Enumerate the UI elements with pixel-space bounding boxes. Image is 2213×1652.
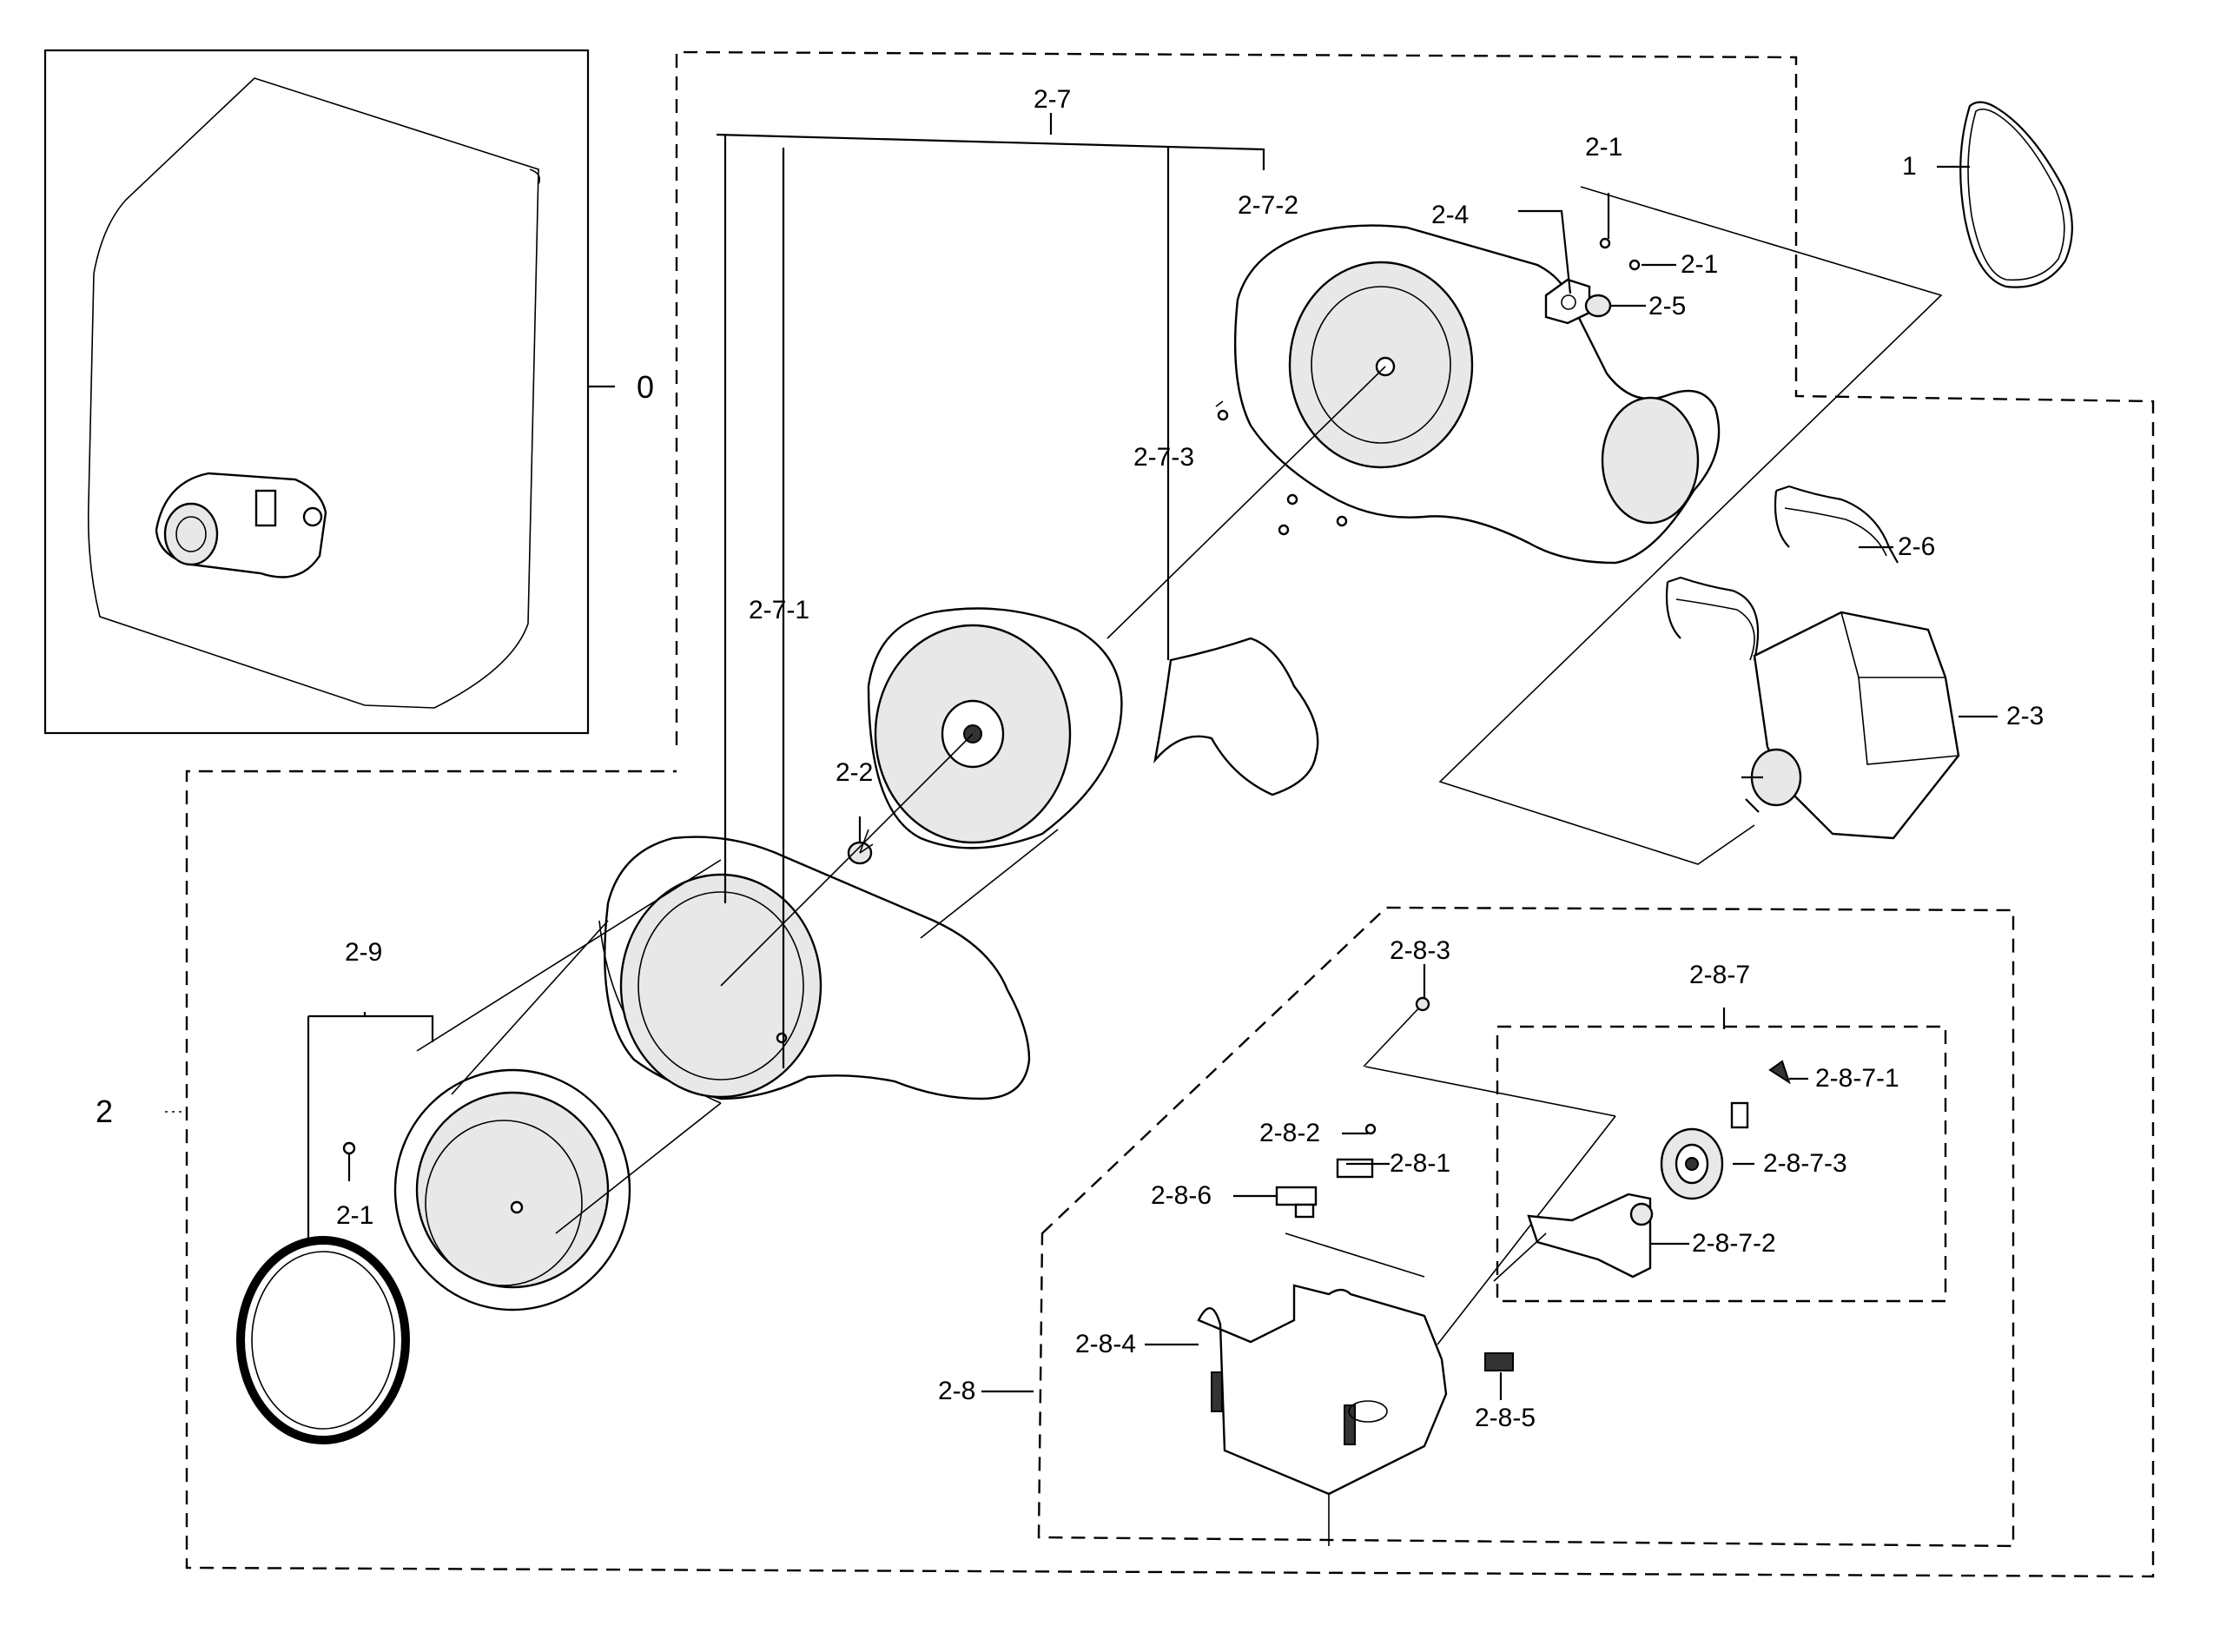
label-2-8-1: 2-8-1 <box>1390 1149 1451 1178</box>
small-screws <box>1217 409 1298 536</box>
part-2-5-icon <box>1584 294 1612 318</box>
cap-2-8-7-1-icon <box>1768 1060 1791 1085</box>
spring-2-8-5-icon <box>1484 1352 1514 1371</box>
front-blower-housing-icon <box>598 836 1031 1104</box>
gasket-ring-icon <box>236 1236 410 1444</box>
label-2-8-5: 2-8-5 <box>1475 1404 1536 1432</box>
label-1: 1 <box>1902 152 1917 181</box>
screw-2-1-left-icon <box>342 1141 356 1155</box>
label-2-7-2: 2-7-2 <box>1238 191 1299 220</box>
assembly-0-frame <box>43 49 590 735</box>
switch-2-8-1-icon <box>1336 1158 1374 1179</box>
leader-frame-top-right <box>1438 186 1943 865</box>
label-2-7-3: 2-7-3 <box>1133 443 1195 472</box>
label-2-3: 2-3 <box>2006 702 2045 730</box>
clamp-2-6-icon <box>1774 485 1899 564</box>
label-2-8-2: 2-8-2 <box>1259 1119 1321 1147</box>
rear-blower-housing-icon <box>1233 224 1721 565</box>
blower-fan-wheel-icon <box>867 607 1123 849</box>
screw-2-1-top-b-icon <box>1628 259 1641 271</box>
blower-small-icon <box>155 472 327 578</box>
front-cover-2-9-icon <box>393 1068 631 1312</box>
label-2-1-top: 2-1 <box>1585 133 1623 162</box>
label-2-7-1: 2-7-1 <box>749 596 810 624</box>
label-2-8-7-3: 2-8-7-3 <box>1763 1149 1847 1178</box>
label-2-7: 2-7 <box>1034 85 1072 114</box>
leader-lines <box>165 113 1998 1400</box>
label-2-2: 2-2 <box>836 758 874 787</box>
label-0: 0 <box>637 369 655 405</box>
subassembly-2-8-dashed-frame <box>1037 906 2015 1548</box>
label-2-8-3: 2-8-3 <box>1390 936 1451 965</box>
label-2-8-6: 2-8-6 <box>1151 1181 1212 1210</box>
label-2-9: 2-9 <box>345 938 383 967</box>
dryer-drum-outline <box>87 77 541 709</box>
label-2-8-4: 2-8-4 <box>1075 1330 1137 1358</box>
idler-bracket-2-8-4-icon <box>1197 1284 1448 1546</box>
label-2-5: 2-5 <box>1648 292 1687 320</box>
assembly-2-dashed-frame <box>185 50 2155 1578</box>
idler-arm-2-8-7-2-icon <box>1527 1193 1654 1279</box>
label-2-1-right: 2-1 <box>1681 250 1719 279</box>
motor-2-3-icon <box>1741 611 1960 840</box>
screw-2-8-3-icon <box>1415 996 1430 1012</box>
deflector-2-7-3-icon <box>1153 637 1319 796</box>
screw-2-1-cover-icon <box>510 1200 524 1214</box>
screw-2-8-2-icon <box>1364 1123 1377 1135</box>
part-2-8-6-icon <box>1275 1186 1318 1219</box>
label-2-8-7: 2-8-7 <box>1689 961 1751 989</box>
label-2-6: 2-6 <box>1898 532 1936 561</box>
label-2-4: 2-4 <box>1431 201 1470 229</box>
label-2-1-left: 2-1 <box>336 1201 374 1230</box>
label-2-8: 2-8 <box>938 1377 976 1405</box>
drive-belt-icon <box>1959 101 2073 288</box>
clamp-2-6-lower-icon <box>1665 576 1760 661</box>
label-2: 2 <box>96 1094 114 1129</box>
idler-pulley-2-8-7-3-icon <box>1660 1127 1724 1200</box>
label-2-8-7-2: 2-8-7-2 <box>1692 1229 1776 1258</box>
screw-2-1-top-a-icon <box>1599 237 1611 249</box>
leader-fan-axis <box>1106 366 1386 639</box>
shaft-icon <box>1730 1101 1749 1129</box>
label-2-8-7-1: 2-8-7-1 <box>1815 1064 1899 1093</box>
